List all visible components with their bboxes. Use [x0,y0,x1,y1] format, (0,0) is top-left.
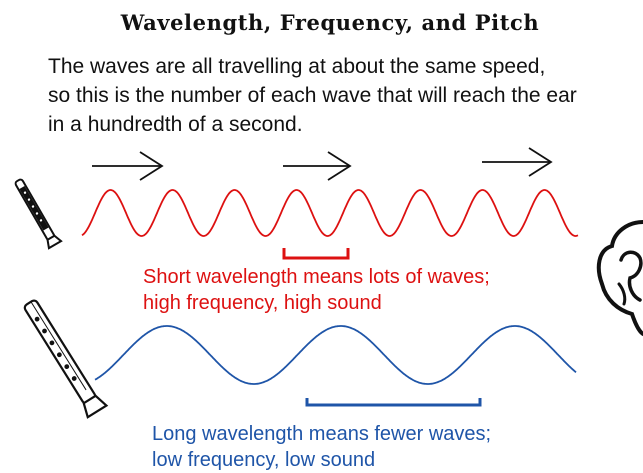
caption-line: Short wavelength means lots of waves; [143,266,490,288]
intro-line: The waves are all travelling at about th… [48,55,546,78]
high-wave-caption: Short wavelength means lots of waves; hi… [143,264,490,316]
caption-line: low frequency, low sound [152,449,376,471]
direction-arrow-icon [92,151,164,181]
direction-arrow-icon [482,147,553,177]
high-frequency-wave [81,189,579,237]
small-flute-icon [14,178,63,250]
direction-arrow-icon [283,151,352,181]
page-title: Wavelength, Frequency, and Pitch [120,10,540,35]
intro-text: The waves are all travelling at about th… [48,52,643,139]
short-wavelength-bracket [282,248,350,260]
intro-line: in a hundredth of a second. [48,113,303,136]
low-wave-caption: Long wavelength means fewer waves; low f… [152,421,491,473]
ear-icon [596,220,643,336]
caption-line: high frequency, high sound [143,292,382,314]
caption-line: Long wavelength means fewer waves; [152,423,492,445]
low-frequency-wave [94,325,577,385]
intro-line: so this is the number of each wave that … [48,84,577,107]
long-wavelength-bracket [305,398,482,407]
large-recorder-icon [23,299,109,419]
